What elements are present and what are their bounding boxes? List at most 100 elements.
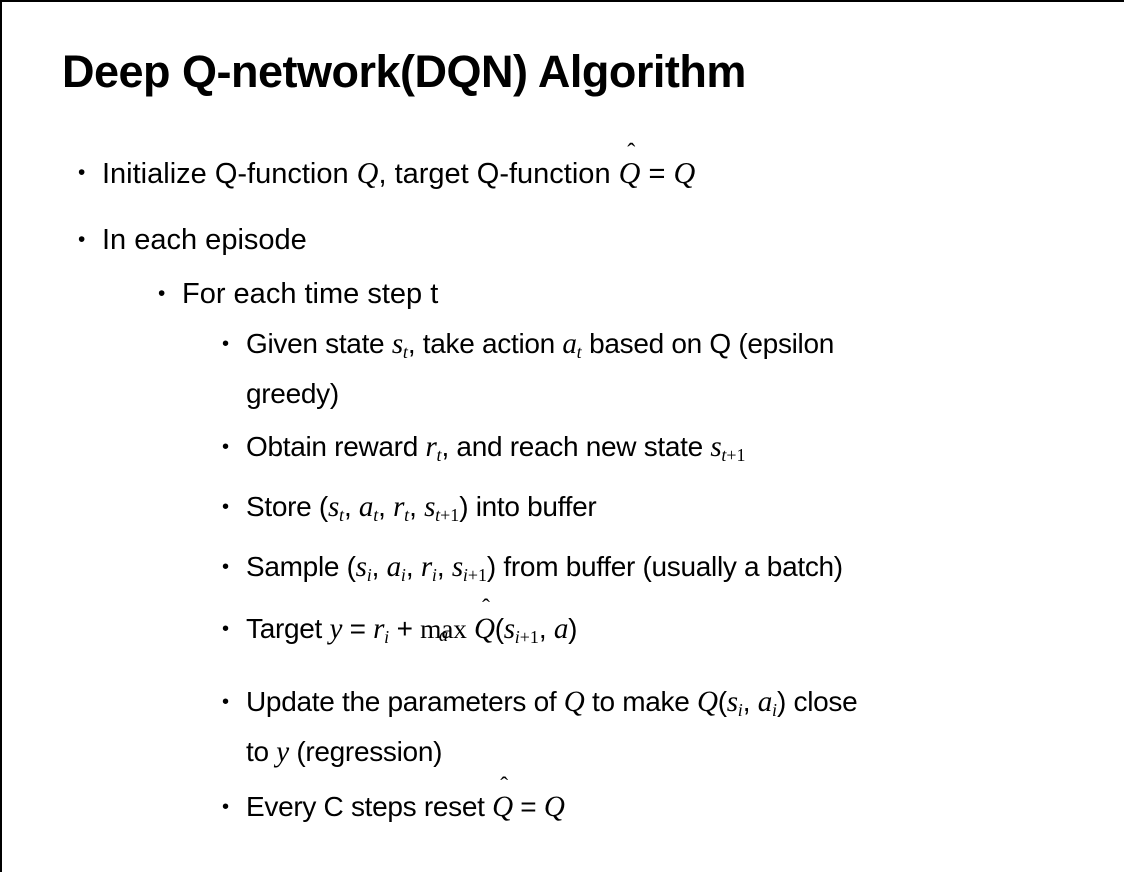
text-run: Given state	[246, 328, 392, 359]
bullet-text: Sample (si, ai, ri, si+1) from buffer (u…	[246, 546, 843, 596]
bullet-marker: •	[222, 796, 229, 819]
text-run: Initialize Q-function	[102, 158, 357, 190]
math-run: s	[710, 431, 722, 464]
text-run: ) close	[777, 686, 858, 718]
bullet-item: •Given state st, take action at based on…	[0, 323, 1124, 415]
math-run: Q	[697, 686, 718, 719]
text-run: (	[717, 686, 727, 718]
math-run: t	[338, 505, 344, 526]
text-run: =	[640, 158, 674, 190]
math-run: i	[462, 565, 468, 586]
hat-accent: ˆ	[500, 773, 508, 800]
text-run: (	[494, 613, 504, 645]
math-run: a	[386, 551, 402, 584]
text-run: , take action	[407, 328, 563, 359]
math-run: s	[424, 491, 436, 524]
text-run: )	[568, 613, 578, 645]
slide-title: Deep Q-network(DQN) Algorithm	[62, 46, 746, 97]
math-run: Q	[543, 791, 565, 824]
math-run: +1	[519, 627, 539, 648]
text-run: Sample (	[246, 551, 356, 583]
text-run: ,	[538, 613, 554, 645]
text-run: +	[389, 613, 421, 645]
math-run: Q	[673, 156, 696, 190]
text-run: Store (	[246, 491, 328, 523]
max-label: max	[420, 614, 467, 645]
math-run: a	[358, 491, 374, 524]
bullet-marker: •	[78, 228, 86, 251]
math-run: r	[393, 491, 405, 524]
text-run: ,	[405, 551, 421, 583]
math-run: s	[726, 686, 738, 719]
math-run: t	[436, 445, 442, 466]
text-run: ,	[378, 491, 394, 523]
bullet-item: •Initialize Q-function Q, target Q-funct…	[0, 139, 1124, 195]
math-run: t	[373, 505, 379, 526]
bullet-marker: •	[222, 618, 229, 641]
math-run: r	[373, 613, 385, 646]
math-run: a	[553, 613, 569, 646]
math-run: s	[451, 551, 463, 584]
bullet-item: •Obtain reward rt, and reach new state s…	[0, 426, 1124, 476]
math-run: y	[276, 736, 289, 769]
math-run: i	[737, 700, 743, 721]
bullet-item: •Store (st, at, rt, st+1) into buffer	[0, 486, 1124, 536]
math-run: i	[514, 627, 520, 648]
math-run: t	[402, 342, 408, 363]
bullet-marker: •	[222, 556, 229, 579]
text-run: Target	[246, 613, 330, 645]
text-run: ,	[409, 491, 425, 523]
text-run: =	[342, 613, 374, 645]
text-run: , target Q-function	[378, 158, 619, 190]
math-run: i	[772, 700, 777, 721]
text-run: , and reach new state	[441, 431, 711, 463]
slide-border-top	[0, 0, 1124, 2]
math-run: a	[562, 328, 577, 360]
math-run: r	[425, 431, 437, 464]
text-run: ) into buffer	[459, 491, 597, 523]
bullet-text: Store (st, at, rt, st+1) into buffer	[246, 486, 597, 536]
hat-accent: ˆ	[627, 139, 636, 166]
math-run: Q	[563, 686, 585, 719]
math-run: t	[721, 445, 727, 466]
text-run	[467, 613, 474, 644]
bullet-marker: •	[222, 691, 229, 714]
bullet-marker: •	[222, 496, 229, 519]
text-run: ) from buffer (usually a batch)	[486, 551, 843, 583]
bullet-text: In each episode	[102, 219, 307, 261]
math-run: i	[366, 565, 372, 586]
bullet-list: •Initialize Q-function Q, target Q-funct…	[0, 139, 1124, 828]
math-run: s	[391, 328, 403, 360]
text-run: to make	[584, 686, 697, 718]
text-run: ,	[343, 491, 359, 523]
bullet-text: For each time step t	[182, 273, 438, 315]
bullet-text: Update the parameters of Q to make Q(si,…	[246, 681, 858, 773]
bullet-item: • For each time step t	[0, 273, 1124, 315]
bullet-marker: •	[158, 282, 166, 305]
math-run: t	[576, 342, 582, 363]
math-run: t	[435, 505, 441, 526]
text-run: ,	[371, 551, 387, 583]
bullet-marker: •	[222, 436, 229, 459]
bullet-item: • In each episode	[0, 219, 1124, 261]
math-run: s	[503, 613, 515, 646]
text-run: Obtain reward	[246, 431, 426, 463]
bullet-marker: •	[78, 161, 86, 184]
bullet-marker: •	[222, 333, 229, 355]
math-run: i	[400, 565, 406, 586]
bullet-text: Initialize Q-function Q, target Q-functi…	[102, 139, 696, 195]
math-run: t	[404, 505, 410, 526]
math-run: Q	[356, 156, 379, 190]
math-run: +1	[726, 445, 746, 466]
math-run: i	[384, 627, 390, 648]
text-run: For each time step t	[182, 278, 439, 310]
